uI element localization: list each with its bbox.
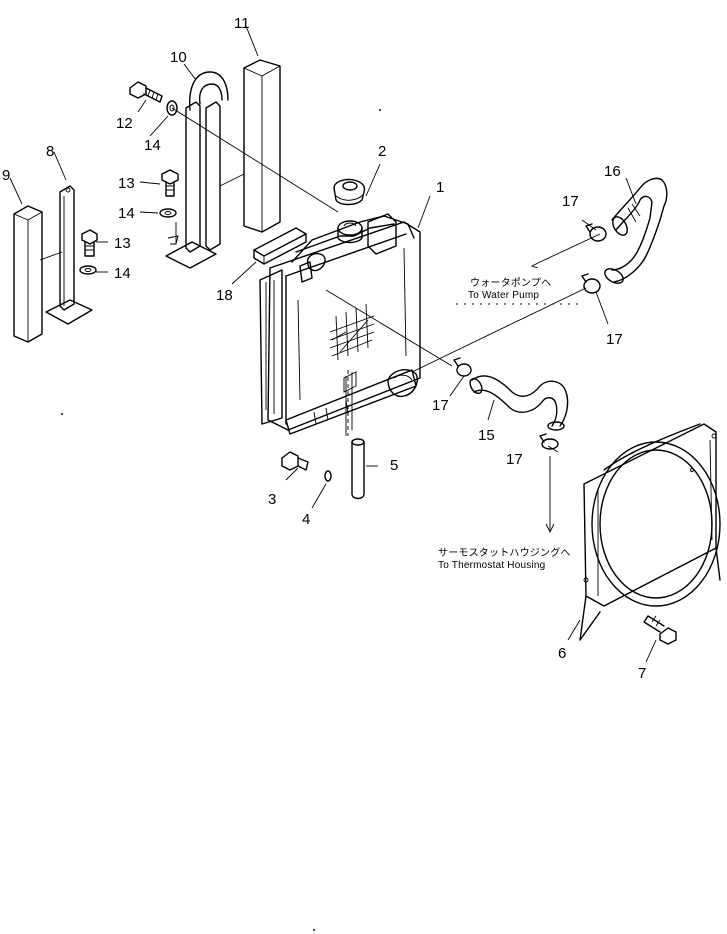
part-13-bolt-upper xyxy=(161,169,179,197)
part-10-bracket xyxy=(165,71,229,269)
callout-6: 6 xyxy=(558,645,566,662)
callout-17-upper-1: 17 xyxy=(562,193,579,210)
part-14-washer-lower xyxy=(79,265,97,275)
leader-lines xyxy=(9,25,657,663)
callout-8: 8 xyxy=(46,143,54,160)
callout-labels: 1 2 3 4 5 6 7 8 9 10 11 12 13 14 13 14 1… xyxy=(2,15,646,682)
note-thermostat-jp: サーモスタットハウジングへ xyxy=(438,546,571,559)
note-water-pump-en: To Water Pump xyxy=(468,290,539,301)
part-9-post xyxy=(13,205,43,343)
callout-7: 7 xyxy=(638,665,646,682)
scan-specks xyxy=(61,109,381,931)
callout-18: 18 xyxy=(216,287,233,304)
callout-10: 10 xyxy=(170,49,187,66)
callout-17-upper-2: 17 xyxy=(606,331,623,348)
note-water-pump-jp: ウォータポンプへ xyxy=(470,277,551,289)
callout-17-lower-2: 17 xyxy=(506,451,523,468)
callout-5: 5 xyxy=(390,457,398,474)
part-11-post xyxy=(243,59,281,233)
callout-3: 3 xyxy=(268,491,276,508)
destination-notes: ウォータポンプへ To Water Pump サーモスタットハウジングへ To … xyxy=(438,277,571,571)
callout-12: 12 xyxy=(116,115,133,132)
part-17-clamp-lower-2 xyxy=(539,433,559,450)
part-17-clamp-upper-1 xyxy=(585,223,607,242)
part-13-bolt-lower xyxy=(81,229,98,257)
callout-2: 2 xyxy=(378,143,386,160)
callout-14-upper: 14 xyxy=(144,137,161,154)
part-3-drain-plug xyxy=(281,451,309,471)
part-5-pipe xyxy=(343,371,365,500)
part-2-radiator-cap xyxy=(333,178,366,206)
note-thermostat-en: To Thermostat Housing xyxy=(438,560,545,571)
part-14-washer-middle xyxy=(159,208,177,218)
callout-13-lower: 13 xyxy=(114,235,131,252)
part-6-fan-shroud xyxy=(579,423,721,641)
part-17-clamp-upper-2 xyxy=(581,273,601,294)
callout-14-middle: 14 xyxy=(118,205,135,222)
part-14-washer-upper xyxy=(166,100,178,116)
callout-9: 9 xyxy=(2,167,10,184)
part-8-bracket xyxy=(45,185,93,325)
part-4-o-ring xyxy=(324,470,332,482)
callout-16: 16 xyxy=(604,163,621,180)
part-7-bolt xyxy=(643,615,677,645)
part-15-lower-hose xyxy=(469,375,569,431)
part-17-clamp-lower-1 xyxy=(453,357,472,377)
part-12-bolt xyxy=(129,81,163,103)
callout-4: 4 xyxy=(302,511,310,528)
callout-15: 15 xyxy=(478,427,495,444)
callout-13-upper: 13 xyxy=(118,175,135,192)
callout-1: 1 xyxy=(436,179,444,196)
callout-11: 11 xyxy=(234,15,250,32)
callout-14-lower: 14 xyxy=(114,265,131,282)
part-1-radiator xyxy=(259,213,421,435)
callout-17-lower-1: 17 xyxy=(432,397,449,414)
part-16-upper-hose xyxy=(604,177,668,284)
part-18-rubber-block xyxy=(253,227,307,265)
